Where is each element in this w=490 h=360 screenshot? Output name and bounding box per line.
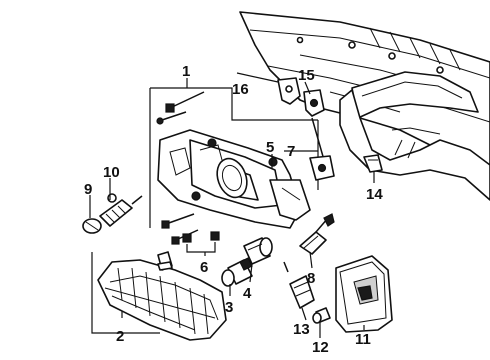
callout-labels: 1 2 3 4 5 6 7 8 9 10 11 12 13 14 15 16: [84, 63, 383, 356]
housing-screws: [156, 91, 205, 245]
headlamp-housing: [157, 129, 311, 229]
callout-5: 5: [266, 139, 274, 156]
callout-13: 13: [293, 321, 310, 338]
bulb-3: [221, 257, 253, 287]
callout-2: 2: [116, 328, 124, 345]
adjuster-bracket-15: [303, 89, 325, 117]
side-marker-socket-8: [299, 213, 335, 255]
callout-11: 11: [355, 331, 371, 348]
side-marker-lamp-11: [335, 255, 393, 333]
callout-3: 3: [225, 299, 233, 316]
callout-7: 7: [287, 143, 295, 160]
side-marker-bulb-12: [312, 307, 331, 324]
callout-14: 14: [366, 186, 383, 203]
callout-8: 8: [307, 270, 315, 287]
vehicle-body-panel: [239, 11, 490, 201]
callout-12: 12: [312, 339, 329, 356]
retainer-clips-6: [182, 231, 220, 256]
callout-15: 15: [298, 67, 315, 84]
callout-4: 4: [243, 285, 252, 302]
leader-lines: [89, 72, 375, 338]
callout-16: 16: [232, 81, 249, 98]
socket-10: [99, 193, 143, 227]
side-marker-socket-13: [283, 261, 315, 309]
bulb-9: [82, 218, 102, 234]
callout-9: 9: [84, 181, 92, 198]
mounting-bracket-16: [277, 77, 301, 105]
adjuster-rod-7: [309, 117, 335, 181]
callout-6: 6: [200, 259, 208, 276]
socket-4: [243, 237, 273, 265]
callout-1: 1: [182, 63, 190, 80]
callout-10: 10: [103, 164, 120, 181]
retaining-clip-14: [363, 154, 383, 173]
headlamp-lens-2: [97, 251, 227, 341]
